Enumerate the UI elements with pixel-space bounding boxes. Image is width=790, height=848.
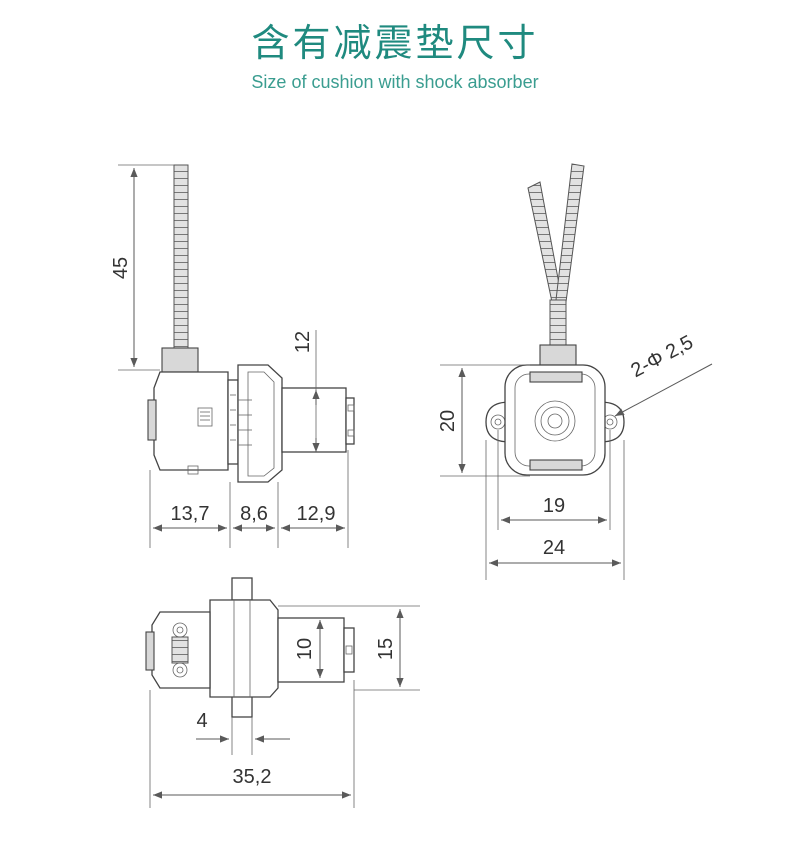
page-title: 含有减震垫尺寸 bbox=[251, 21, 539, 65]
top-view: 10 15 4 35,2 bbox=[145, 577, 420, 808]
side-ring bbox=[227, 379, 239, 465]
dim-front-holes: 2-Φ 2,5 bbox=[627, 331, 697, 382]
dim-side-len-c: 12,9 bbox=[297, 503, 336, 525]
side-latch bbox=[197, 407, 213, 427]
dim-front-inner: 19 bbox=[543, 495, 565, 517]
front-housing bbox=[504, 364, 606, 476]
side-flange bbox=[237, 364, 283, 483]
dim-side-len-b: 8,6 bbox=[240, 503, 268, 525]
dim-top-shaft: 10 bbox=[294, 638, 316, 660]
dim-side-height: 45 bbox=[110, 257, 132, 279]
dim-front-outer: 24 bbox=[543, 537, 565, 559]
side-view: 45 12 13,7 8,6 12,9 bbox=[110, 164, 355, 548]
page-subtitle: Size of cushion with shock absorber bbox=[251, 72, 539, 92]
front-cable-left bbox=[527, 181, 563, 303]
dim-top-total: 35,2 bbox=[233, 766, 272, 788]
top-shaft-body bbox=[277, 617, 345, 683]
top-shaft-end bbox=[343, 627, 355, 673]
front-cable-right bbox=[555, 163, 585, 303]
top-flange-tab-lower bbox=[231, 694, 253, 718]
side-cable-boot bbox=[161, 347, 199, 373]
front-view: 20 2-Φ 2,5 19 24 bbox=[437, 163, 713, 580]
dim-top-width: 15 bbox=[375, 638, 397, 660]
top-flange bbox=[209, 599, 279, 698]
front-cable-boot bbox=[539, 344, 577, 366]
side-shaft-body bbox=[281, 387, 347, 453]
top-cap bbox=[145, 631, 155, 671]
dim-front-height: 20 bbox=[437, 410, 459, 432]
top-flange-tab-upper bbox=[231, 577, 253, 601]
dim-top-flange: 4 bbox=[196, 710, 207, 732]
front-shaft bbox=[534, 400, 576, 442]
dim-side-shaft: 12 bbox=[292, 331, 314, 353]
side-cap bbox=[147, 399, 157, 441]
dim-side-len-a: 13,7 bbox=[171, 503, 210, 525]
side-shaft-end bbox=[345, 397, 355, 445]
side-cable bbox=[173, 164, 189, 351]
side-housing bbox=[153, 371, 229, 471]
